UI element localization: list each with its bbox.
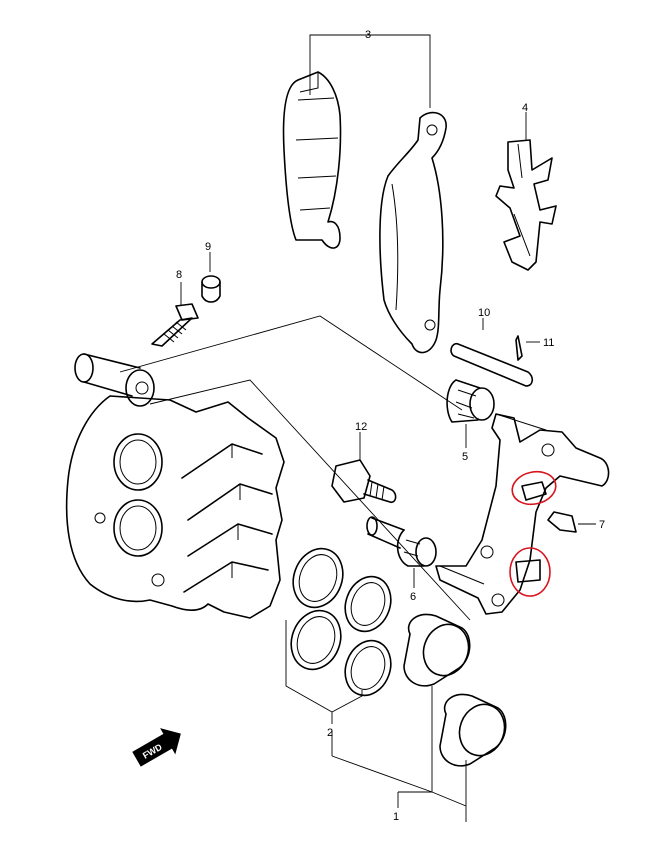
valve-hex (175, 303, 199, 321)
bracket-outline (435, 413, 610, 615)
seal-1-inner (298, 554, 338, 602)
bolt-head (331, 459, 371, 503)
highlighted-pad-clips (509, 470, 557, 597)
leader-upper-long (119, 315, 463, 411)
cap-top (201, 275, 221, 289)
pad-right (379, 111, 447, 354)
forward-arrow-icon: FWD (132, 728, 181, 767)
boot-upper: 5 (446, 379, 495, 463)
caliper-fins (181, 443, 273, 593)
caliper-hole-bottom (151, 573, 165, 587)
label-8: 8 (176, 269, 182, 281)
pad-spring: 4 (495, 102, 557, 271)
pin-boss (125, 369, 155, 407)
valve-threads (163, 321, 187, 343)
pad-spring-body (495, 139, 557, 271)
seal-2-outer (344, 575, 392, 633)
label-12: 12 (355, 421, 367, 433)
label-10: 10 (478, 307, 490, 319)
pad-spring-lines (513, 143, 531, 257)
bore-upper-inner (119, 439, 157, 485)
seal-4-inner (350, 646, 386, 690)
pin-clip: 11 (515, 335, 554, 361)
seal-3-inner (296, 616, 336, 664)
leader-lower-long (149, 379, 471, 621)
retainer-clip: 7 (547, 511, 605, 533)
brake-pad-set: 3 (282, 29, 447, 354)
retainer-clip-body (547, 511, 577, 533)
label-2: 2 (327, 727, 333, 739)
slide-pin-body (450, 342, 534, 387)
seal-2-inner (350, 582, 386, 626)
pin-stub-end (74, 353, 94, 383)
lower-pin-end (366, 516, 378, 536)
pin-boss-hole (135, 381, 149, 395)
seal-1-outer (292, 547, 344, 609)
caliper-fin-edges (231, 444, 241, 578)
boot-lower: 6 (366, 516, 437, 603)
label-9: 9 (205, 241, 211, 253)
bolt-threads (369, 481, 385, 501)
lower-pin-shaft (367, 517, 405, 549)
seal-4-outer (344, 639, 392, 697)
pistons: 1 (331, 613, 507, 823)
leader-3 (309, 34, 431, 108)
pad-left (282, 71, 342, 249)
pad-left-grooves (295, 97, 339, 211)
pad-right-hole-bottom (424, 319, 436, 331)
valve-stem (151, 317, 193, 347)
label-3: 3 (365, 29, 371, 41)
cap-body (201, 281, 221, 303)
leader-1c (431, 791, 467, 807)
caliper-bracket (435, 413, 610, 615)
pad-right-edge (391, 183, 399, 311)
forward-arrow-shape (132, 728, 181, 767)
seal-3-outer (290, 609, 342, 671)
bleeder-valve: 8 (151, 269, 199, 347)
pin-clip-body (515, 335, 523, 361)
bore-lower-inner (119, 505, 157, 551)
bracket-hole-top (541, 443, 555, 457)
bracket-edges (439, 413, 547, 585)
pad-clip-upper (521, 481, 547, 501)
label-5: 5 (462, 451, 468, 463)
pin-stub-shaft (83, 353, 141, 397)
label-6: 6 (410, 591, 416, 603)
bracket-hole-bottom (491, 593, 505, 607)
bracket-hole-mid (480, 545, 494, 559)
pad-right-hole-top (426, 124, 438, 136)
bore-lower-outer (113, 499, 163, 557)
pad-left-tab (299, 72, 319, 93)
caliper-body (65, 353, 285, 619)
label-11: 11 (543, 337, 554, 349)
bolt-shank (363, 479, 397, 504)
highlight-circle-upper (511, 470, 557, 506)
boot-lower-ribs (403, 539, 421, 557)
piston-seals: 2 (285, 547, 392, 739)
slide-pin: 10 (450, 307, 534, 387)
label-1: 1 (393, 811, 399, 823)
label-4: 4 (522, 102, 528, 114)
label-7: 7 (599, 519, 605, 531)
piston-upper-face (422, 623, 470, 677)
boot-lower-side (396, 529, 425, 567)
pad-clip-lower (515, 559, 541, 583)
piston-lower-face (458, 703, 506, 757)
boot-upper-side (446, 379, 481, 423)
boot-lower-front (415, 537, 437, 567)
boot-upper-front (469, 387, 495, 421)
leader-1f (331, 755, 433, 793)
bleeder-cap: 9 (201, 241, 221, 303)
bore-upper-outer (113, 433, 163, 491)
leader-1a (398, 686, 433, 793)
caliper-hole-left (94, 512, 106, 524)
boot-upper-ribs (455, 389, 477, 419)
highlight-circle-lower (509, 547, 551, 597)
mounting-bolt: 12 (331, 421, 397, 504)
caliper-outline (65, 395, 285, 619)
